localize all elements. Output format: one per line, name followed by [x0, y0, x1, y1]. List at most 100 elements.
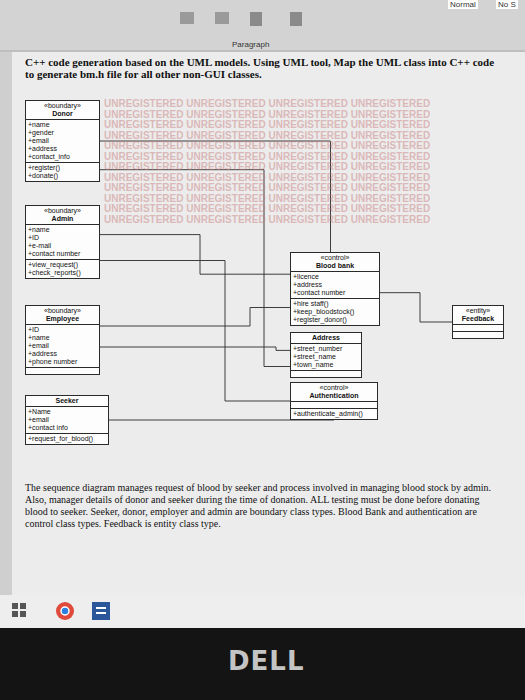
class-name: Donor	[28, 110, 97, 118]
association-line	[380, 293, 452, 322]
class-member: +street_name	[293, 353, 359, 361]
class-member: +hire staff()	[293, 300, 377, 308]
description-paragraph: The sequence diagram manages request of …	[25, 482, 503, 530]
stereotype: «control»	[293, 254, 377, 262]
class-member: +address	[293, 281, 377, 289]
watermark: UNREGISTERED UNREGISTERED UNREGISTERED U…	[104, 182, 430, 193]
class-name: Blood bank	[293, 262, 377, 270]
stereotype: «boundary»	[28, 102, 97, 110]
watermark: UNREGISTERED UNREGISTERED UNREGISTERED U…	[104, 151, 430, 162]
class-member: +donate()	[28, 172, 97, 180]
class-member: +ID	[28, 234, 97, 242]
taskbar	[0, 595, 525, 628]
association-line	[100, 261, 290, 402]
class-compartment: +name+ID+e-mail+contact number	[26, 224, 99, 259]
uml-class-box: Seeker+Name+email+contact info+request_f…	[25, 395, 109, 445]
class-compartment	[291, 401, 377, 408]
class-compartment	[453, 324, 503, 331]
class-compartment: +ID+name+email+address+phone number	[26, 324, 99, 367]
class-member: +keep_bloodstock()	[293, 308, 377, 316]
stereotype: «control»	[293, 384, 375, 392]
class-member: +address	[28, 350, 97, 358]
class-compartment: +request_for_blood()	[26, 433, 108, 444]
ribbon-icon	[215, 12, 229, 24]
class-member: +authenticate_admin()	[293, 410, 375, 418]
association-line	[100, 170, 290, 367]
uml-class-box: Address +street_number+street_name+town_n…	[290, 332, 362, 378]
taskbar-icon	[20, 603, 26, 609]
association-line	[100, 347, 290, 350]
ribbon-group-label: Paragraph	[232, 40, 269, 49]
class-header: Seeker	[26, 396, 108, 406]
watermark: UNREGISTERED UNREGISTERED UNREGISTERED U…	[104, 193, 430, 204]
class-member: +name	[28, 226, 97, 234]
class-compartment: +hire staff()+keep_bloodstock()+register…	[291, 298, 379, 325]
class-compartment	[453, 331, 503, 338]
class-compartment: +name+gender+email+address+contact_info	[26, 119, 99, 162]
class-member: +name	[28, 334, 97, 342]
class-header: «boundary»Admin	[26, 206, 99, 224]
class-name: Authentication	[293, 392, 375, 400]
class-member: +address	[28, 145, 97, 153]
ribbon-icon	[290, 12, 302, 26]
browser-icon	[61, 607, 69, 615]
uml-class-box: «boundary»Admin+name+ID+e-mail+contact n…	[25, 205, 100, 279]
class-member: +contact info	[28, 424, 106, 432]
watermark: UNREGISTERED UNREGISTERED UNREGISTERED U…	[104, 130, 430, 141]
class-member: +name	[28, 121, 97, 129]
class-name: Admin	[28, 215, 97, 223]
page-margin	[0, 52, 12, 595]
browser-icon	[56, 602, 74, 620]
class-compartment: +register()+donate()	[26, 162, 99, 181]
class-member: +view_request()	[28, 261, 97, 269]
class-header: «entity»Feedback	[453, 306, 503, 324]
class-member: +contact number	[293, 289, 377, 297]
class-compartment	[26, 367, 99, 374]
class-member: +e-mail	[28, 242, 97, 250]
word-icon	[92, 602, 110, 620]
ribbon-bar	[0, 0, 525, 52]
class-member: +phone number	[28, 358, 97, 366]
class-compartment: +view_request()+check_reports()	[26, 259, 99, 278]
ribbon-border	[0, 51, 525, 52]
laptop-bezel	[0, 628, 525, 700]
stereotype: «boundary»	[28, 307, 97, 315]
class-member: +check_reports()	[28, 269, 97, 277]
document-heading: C++ code generation based on the UML mod…	[25, 56, 495, 80]
watermark: UNREGISTERED UNREGISTERED UNREGISTERED U…	[104, 203, 430, 214]
class-member: +contact number	[28, 250, 97, 258]
watermark: UNREGISTERED UNREGISTERED UNREGISTERED U…	[104, 98, 430, 109]
ribbon-style: Normal	[448, 0, 478, 9]
class-member: +gender	[28, 129, 97, 137]
class-name: Address	[293, 334, 359, 342]
class-header: Address	[291, 333, 361, 343]
stereotype: «entity»	[455, 307, 501, 315]
word-icon	[96, 612, 106, 614]
word-icon	[96, 607, 106, 609]
watermark: UNREGISTERED UNREGISTERED UNREGISTERED U…	[104, 119, 430, 130]
class-header: «control»Blood bank	[291, 253, 379, 271]
taskbar-icon	[12, 603, 18, 609]
class-member: +register()	[28, 164, 97, 172]
association-line	[100, 308, 290, 327]
document-page	[0, 52, 525, 595]
class-member: +street_number	[293, 345, 359, 353]
association-line	[100, 141, 331, 252]
class-member: +Name	[28, 408, 106, 416]
class-member: +licence	[293, 273, 377, 281]
class-name: Feedback	[455, 315, 501, 323]
class-member: +email	[28, 137, 97, 145]
uml-class-box: «entity»Feedback	[452, 305, 504, 339]
class-member: +town_name	[293, 361, 359, 369]
taskbar-icon	[20, 611, 26, 617]
class-compartment: +Name+email+contact info	[26, 406, 108, 433]
uml-class-box: «control»Blood bank +licence+address+cont…	[290, 252, 380, 326]
watermark: UNREGISTERED UNREGISTERED UNREGISTERED U…	[104, 161, 430, 172]
class-header: «boundary»Employee	[26, 306, 99, 324]
class-name: Seeker	[28, 397, 106, 405]
watermark: UNREGISTERED UNREGISTERED UNREGISTERED U…	[104, 214, 430, 225]
class-member: +contact_info	[28, 153, 97, 161]
class-member: +email	[28, 342, 97, 350]
